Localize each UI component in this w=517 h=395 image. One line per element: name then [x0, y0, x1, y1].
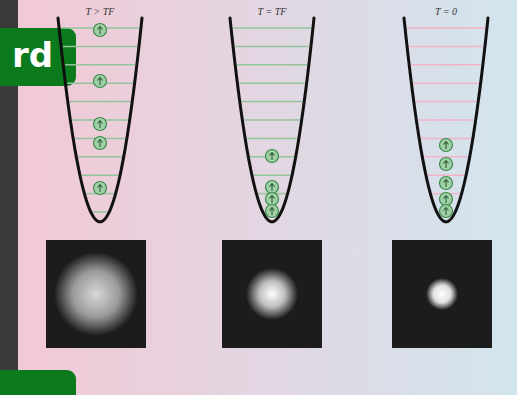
energy-level: [418, 119, 473, 121]
fermion: [94, 137, 107, 150]
energy-level: [237, 64, 307, 66]
energy-level: [244, 119, 299, 121]
temperature-heading: T = 0: [435, 6, 457, 17]
temperature-heading: T = TF: [258, 6, 287, 17]
fermion: [94, 24, 107, 37]
potential-well: [230, 18, 314, 222]
fermion: [266, 181, 279, 194]
fermion: [440, 177, 453, 190]
temperature-heading: T > TF: [86, 6, 115, 17]
image-square: [392, 240, 492, 348]
fermion: [440, 139, 453, 152]
fermion: [266, 205, 279, 218]
fermion: [440, 158, 453, 171]
energy-level: [416, 101, 477, 103]
well-outline: [58, 18, 142, 222]
energy-level: [407, 27, 485, 29]
green-tab: [0, 370, 76, 395]
fermion: [266, 150, 279, 163]
potential-well: [404, 18, 488, 222]
well-outline: [404, 18, 488, 222]
potential-well: [58, 18, 142, 222]
energy-level: [428, 174, 464, 176]
fermion: [440, 193, 453, 206]
energy-level: [247, 138, 297, 140]
well-outline: [230, 18, 314, 222]
tab-label: rd: [12, 35, 53, 75]
atom-cloud: [54, 252, 138, 336]
energy-level: [82, 174, 118, 176]
image-square: [222, 240, 322, 348]
energy-level: [242, 101, 303, 103]
fermion: [94, 182, 107, 195]
energy-level: [63, 46, 137, 48]
fermion: [94, 75, 107, 88]
energy-level: [70, 101, 131, 103]
energy-level: [233, 27, 311, 29]
fermion: [94, 118, 107, 131]
energy-level: [235, 46, 309, 48]
energy-level: [409, 46, 483, 48]
energy-level: [78, 156, 121, 158]
energy-level: [254, 174, 290, 176]
image-square: [46, 240, 146, 348]
energy-level: [65, 64, 135, 66]
panel: [18, 0, 517, 395]
atom-cloud: [246, 268, 298, 320]
fermion: [266, 193, 279, 206]
atom-cloud: [426, 278, 458, 310]
energy-level: [413, 82, 478, 84]
energy-level: [411, 64, 481, 66]
energy-level: [93, 211, 108, 213]
energy-level: [239, 82, 304, 84]
fermion: [440, 205, 453, 218]
